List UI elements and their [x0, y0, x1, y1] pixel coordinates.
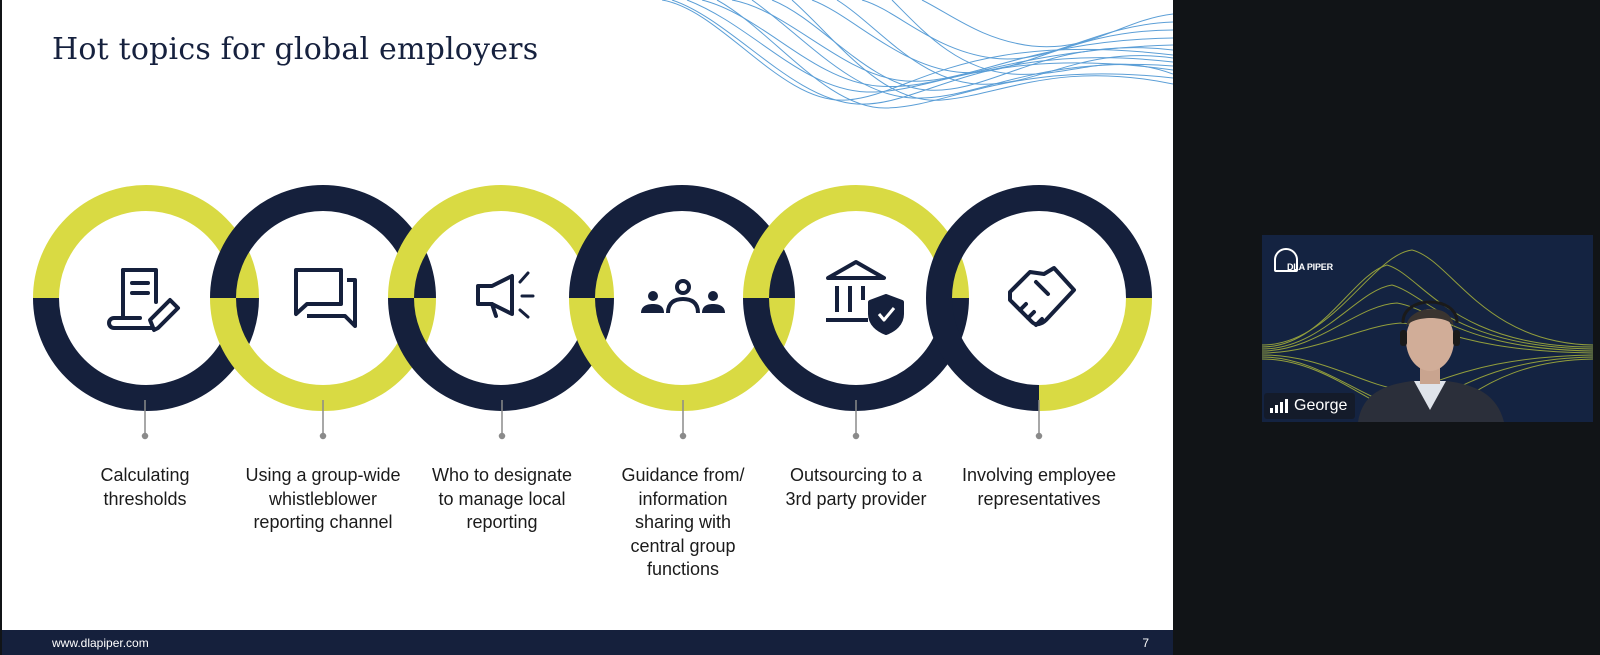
- topic-caption-6: Involving employee representatives: [961, 465, 1117, 509]
- slide-title: Hot topics for global employers: [52, 32, 539, 67]
- chat-bubbles-icon: [294, 268, 357, 328]
- presentation-slide: Hot topics for global employers: [2, 0, 1173, 655]
- participant-name-tag: George: [1264, 393, 1356, 419]
- topic-caption-3: Who to designate to manage local reporti…: [431, 465, 573, 532]
- topic-caption-5: Outsourcing to a 3rd party provider: [785, 465, 927, 509]
- footer-url: www.dlapiper.com: [52, 636, 149, 650]
- bank-shield-icon: [826, 260, 904, 335]
- decorative-waves: [662, 0, 1173, 109]
- signal-strength-icon: [1270, 399, 1288, 413]
- video-background: [1262, 235, 1593, 422]
- participant-name: George: [1294, 397, 1348, 414]
- group-people-icon: [641, 279, 725, 314]
- participant-video: [1358, 300, 1504, 422]
- document-edit-icon: [107, 268, 180, 332]
- topic-ring-6: [926, 185, 1152, 411]
- megaphone-icon: [476, 271, 535, 319]
- page-number: 7: [1142, 636, 1149, 650]
- topic-caption-4: Guidance from/ information sharing with …: [621, 465, 745, 579]
- handshake-icon: [1008, 266, 1076, 327]
- topic-caption-2: Using a group-wide whistleblower reporti…: [245, 465, 401, 532]
- topic-caption-1: Calculating thresholds: [100, 465, 190, 509]
- dla-piper-logo: DLA PIPER: [1274, 248, 1333, 276]
- topic-ring-chain: [33, 185, 1152, 440]
- participant-video-tile[interactable]: DLA PIPER George: [1262, 235, 1593, 422]
- slide-footer: www.dlapiper.com 7: [2, 630, 1173, 655]
